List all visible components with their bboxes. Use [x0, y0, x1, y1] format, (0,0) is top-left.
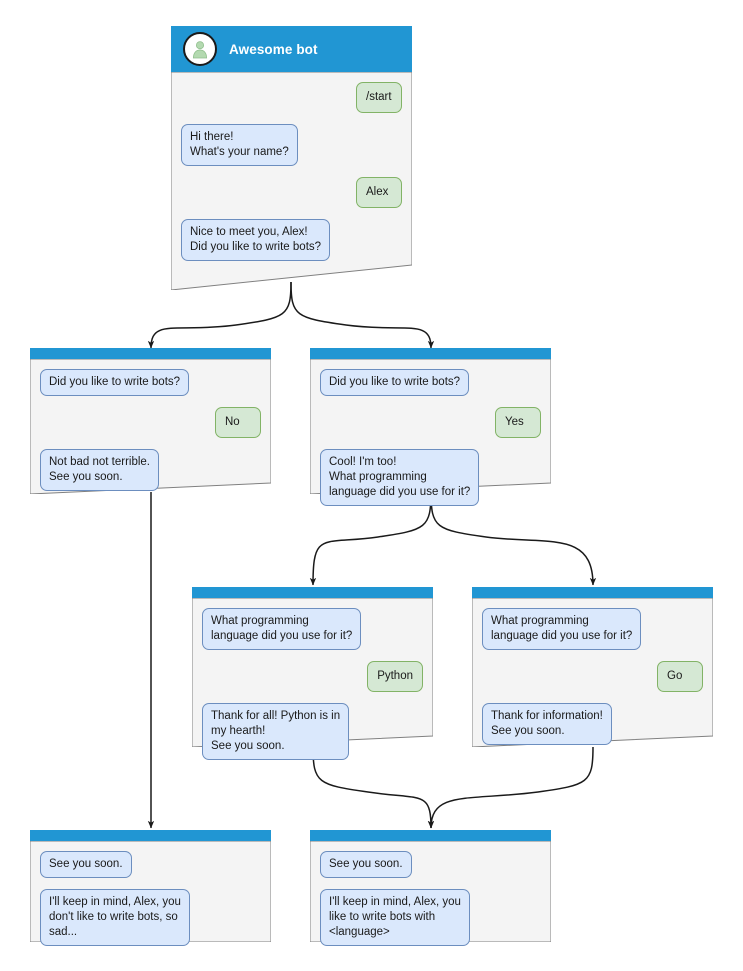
- bot-bubble: What programming language did you use fo…: [482, 608, 642, 650]
- message-row: What programming language did you use fo…: [202, 608, 423, 650]
- card-no-branch[interactable]: Did you like to write bots? No Not bad n…: [30, 348, 271, 494]
- bot-bubble: Thank for information! See you soon.: [482, 703, 612, 745]
- message-row: Python: [202, 661, 423, 692]
- message-row: What programming language did you use fo…: [482, 608, 703, 650]
- message-row: Yes: [320, 407, 541, 438]
- bot-bubble: Nice to meet you, Alex! Did you like to …: [181, 219, 331, 261]
- message-row: Hi there! What's your name?: [181, 124, 402, 166]
- connector-root-to-no: [147, 281, 292, 349]
- card-header-strip: [30, 348, 271, 359]
- connector-root-to-yes: [290, 281, 435, 349]
- message-row: /start: [181, 82, 402, 113]
- message-list-go: What programming language did you use fo…: [472, 598, 713, 757]
- user-bubble: Yes: [495, 407, 541, 438]
- bot-bubble: See you soon.: [320, 851, 412, 878]
- card-header-strip: [30, 830, 271, 841]
- bot-bubble: I'll keep in mind, Alex, you like to wri…: [320, 889, 470, 946]
- message-list-yes: Did you like to write bots? Yes Cool! I'…: [310, 359, 551, 518]
- card-root[interactable]: Awesome bot /start Hi there! What's your…: [171, 26, 412, 290]
- bot-title: Awesome bot: [229, 41, 318, 57]
- message-row: See you soon.: [40, 851, 261, 878]
- message-row: Did you like to write bots?: [40, 369, 261, 396]
- message-row: Nice to meet you, Alex! Did you like to …: [181, 219, 402, 261]
- card-go-branch-content: What programming language did you use fo…: [472, 587, 713, 757]
- card-end-sad[interactable]: See you soon. I'll keep in mind, Alex, y…: [30, 830, 271, 946]
- message-row: Alex: [181, 177, 402, 208]
- message-row: No: [40, 407, 261, 438]
- card-python-branch[interactable]: What programming language did you use fo…: [192, 587, 433, 760]
- message-list-no: Did you like to write bots? No Not bad n…: [30, 359, 271, 503]
- user-bubble: Python: [367, 661, 423, 692]
- connector-python-to-end: [312, 746, 435, 829]
- bot-bubble: Did you like to write bots?: [40, 369, 190, 396]
- connector-go-to-end: [427, 746, 594, 829]
- card-end-sad-content: See you soon. I'll keep in mind, Alex, y…: [30, 830, 271, 958]
- message-row: I'll keep in mind, Alex, you don't like …: [40, 889, 261, 946]
- bot-bubble: See you soon.: [40, 851, 132, 878]
- connector-yes-to-python: [309, 491, 432, 586]
- card-end-happy-content: See you soon. I'll keep in mind, Alex, y…: [310, 830, 551, 958]
- card-python-branch-content: What programming language did you use fo…: [192, 587, 433, 772]
- bot-bubble: Not bad not terrible. See you soon.: [40, 449, 160, 491]
- message-row: Did you like to write bots?: [320, 369, 541, 396]
- bot-bubble: I'll keep in mind, Alex, you don't like …: [40, 889, 190, 946]
- message-list-end-sad: See you soon. I'll keep in mind, Alex, y…: [30, 841, 271, 958]
- connector-yes-to-go: [430, 491, 597, 586]
- card-root-content: Awesome bot /start Hi there! What's your…: [171, 26, 412, 273]
- message-list-root: /start Hi there! What's your name? Alex …: [171, 72, 412, 273]
- bot-bubble: Thank for all! Python is in my hearth! S…: [202, 703, 350, 760]
- message-row: See you soon.: [320, 851, 541, 878]
- card-go-branch[interactable]: What programming language did you use fo…: [472, 587, 713, 747]
- message-row: I'll keep in mind, Alex, you like to wri…: [320, 889, 541, 946]
- user-bubble: No: [215, 407, 261, 438]
- bot-bubble: Cool! I'm too! What programming language…: [320, 449, 480, 506]
- message-row: Thank for all! Python is in my hearth! S…: [202, 703, 423, 760]
- card-header-strip: [192, 587, 433, 598]
- bot-bubble: Did you like to write bots?: [320, 369, 470, 396]
- user-bubble: Go: [657, 661, 703, 692]
- card-header-strip: [310, 348, 551, 359]
- message-list-python: What programming language did you use fo…: [192, 598, 433, 772]
- bot-bubble: What programming language did you use fo…: [202, 608, 362, 650]
- bot-header: Awesome bot: [171, 26, 412, 72]
- bot-bubble: Hi there! What's your name?: [181, 124, 298, 166]
- message-row: Cool! I'm too! What programming language…: [320, 449, 541, 506]
- card-end-happy[interactable]: See you soon. I'll keep in mind, Alex, y…: [310, 830, 551, 946]
- message-row: Thank for information! See you soon.: [482, 703, 703, 745]
- user-bubble: Alex: [356, 177, 402, 208]
- card-header-strip: [472, 587, 713, 598]
- card-no-branch-content: Did you like to write bots? No Not bad n…: [30, 348, 271, 503]
- user-bubble: /start: [356, 82, 402, 113]
- person-icon: [183, 32, 217, 66]
- message-row: Not bad not terrible. See you soon.: [40, 449, 261, 491]
- message-row: Go: [482, 661, 703, 692]
- card-header-strip: [310, 830, 551, 841]
- card-yes-branch[interactable]: Did you like to write bots? Yes Cool! I'…: [310, 348, 551, 506]
- card-yes-branch-content: Did you like to write bots? Yes Cool! I'…: [310, 348, 551, 518]
- message-list-end-happy: See you soon. I'll keep in mind, Alex, y…: [310, 841, 551, 958]
